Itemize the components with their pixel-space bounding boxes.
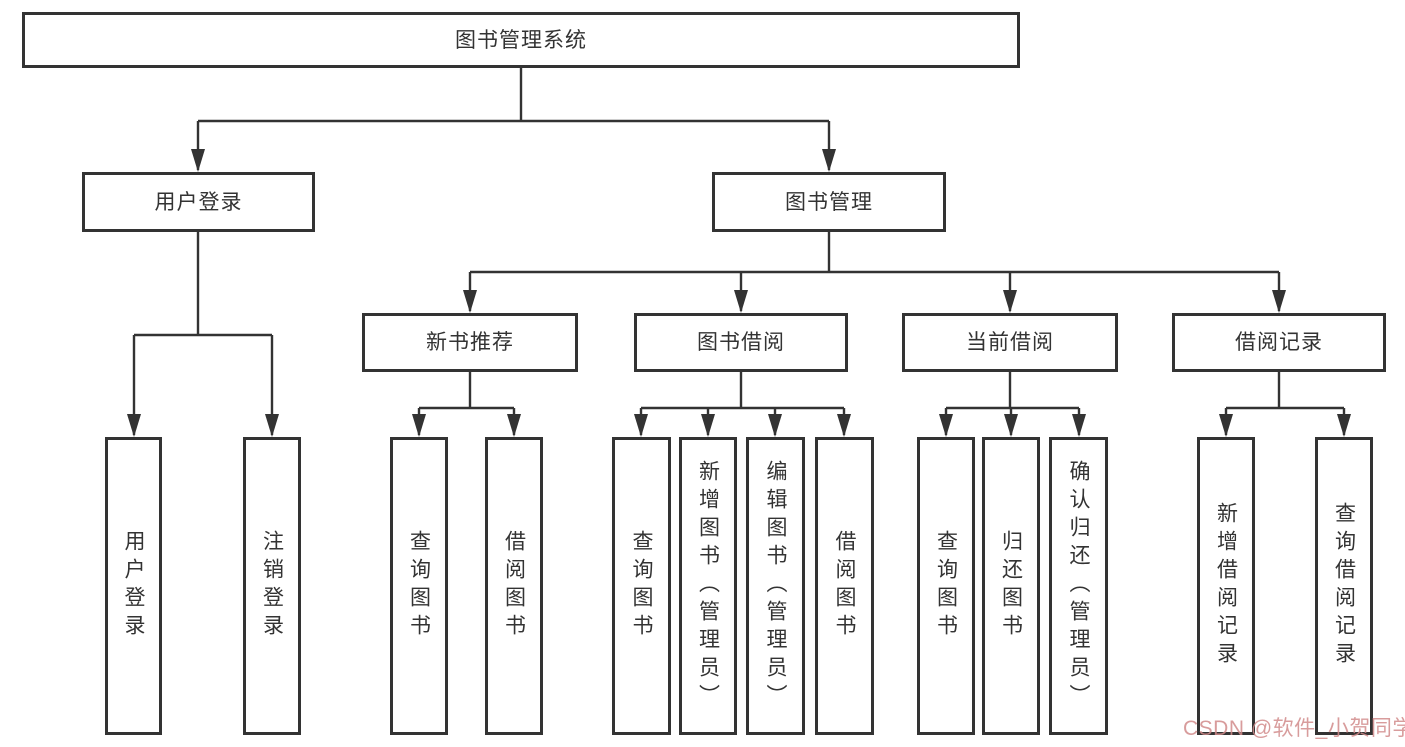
leaf-query-books-recommend: 查询图书 bbox=[390, 437, 448, 735]
leaf-edit-books-admin: 编辑图书（管理员） bbox=[746, 437, 805, 735]
arrowheads bbox=[127, 149, 1351, 437]
node-book-borrowing: 图书借阅 bbox=[634, 313, 848, 372]
leaf-add-books-admin: 新增图书（管理员） bbox=[679, 437, 737, 735]
watermark: CSDN @软件_小贺同学 bbox=[1183, 717, 1405, 740]
leaf-add-borrow-record: 新增借阅记录 bbox=[1197, 437, 1255, 735]
leaf-user-login: 用户登录 bbox=[105, 437, 162, 735]
node-book-management: 图书管理 bbox=[712, 172, 946, 232]
node-root: 图书管理系统 bbox=[22, 12, 1020, 68]
leaf-borrow-books-borrowing: 借阅图书 bbox=[815, 437, 874, 735]
leaf-query-books-current: 查询图书 bbox=[917, 437, 975, 735]
leaf-borrow-books-recommend: 借阅图书 bbox=[485, 437, 543, 735]
leaf-query-borrow-record: 查询借阅记录 bbox=[1315, 437, 1373, 735]
leaf-return-books: 归还图书 bbox=[982, 437, 1040, 735]
leaf-query-books-borrowing: 查询图书 bbox=[612, 437, 671, 735]
node-new-book-recommendation: 新书推荐 bbox=[362, 313, 578, 372]
node-user-login: 用户登录 bbox=[82, 172, 315, 232]
node-current-borrowing: 当前借阅 bbox=[902, 313, 1118, 372]
node-borrowing-records: 借阅记录 bbox=[1172, 313, 1386, 372]
leaf-logout-login: 注销登录 bbox=[243, 437, 301, 735]
leaf-confirm-return-admin: 确认归还（管理员） bbox=[1049, 437, 1108, 735]
